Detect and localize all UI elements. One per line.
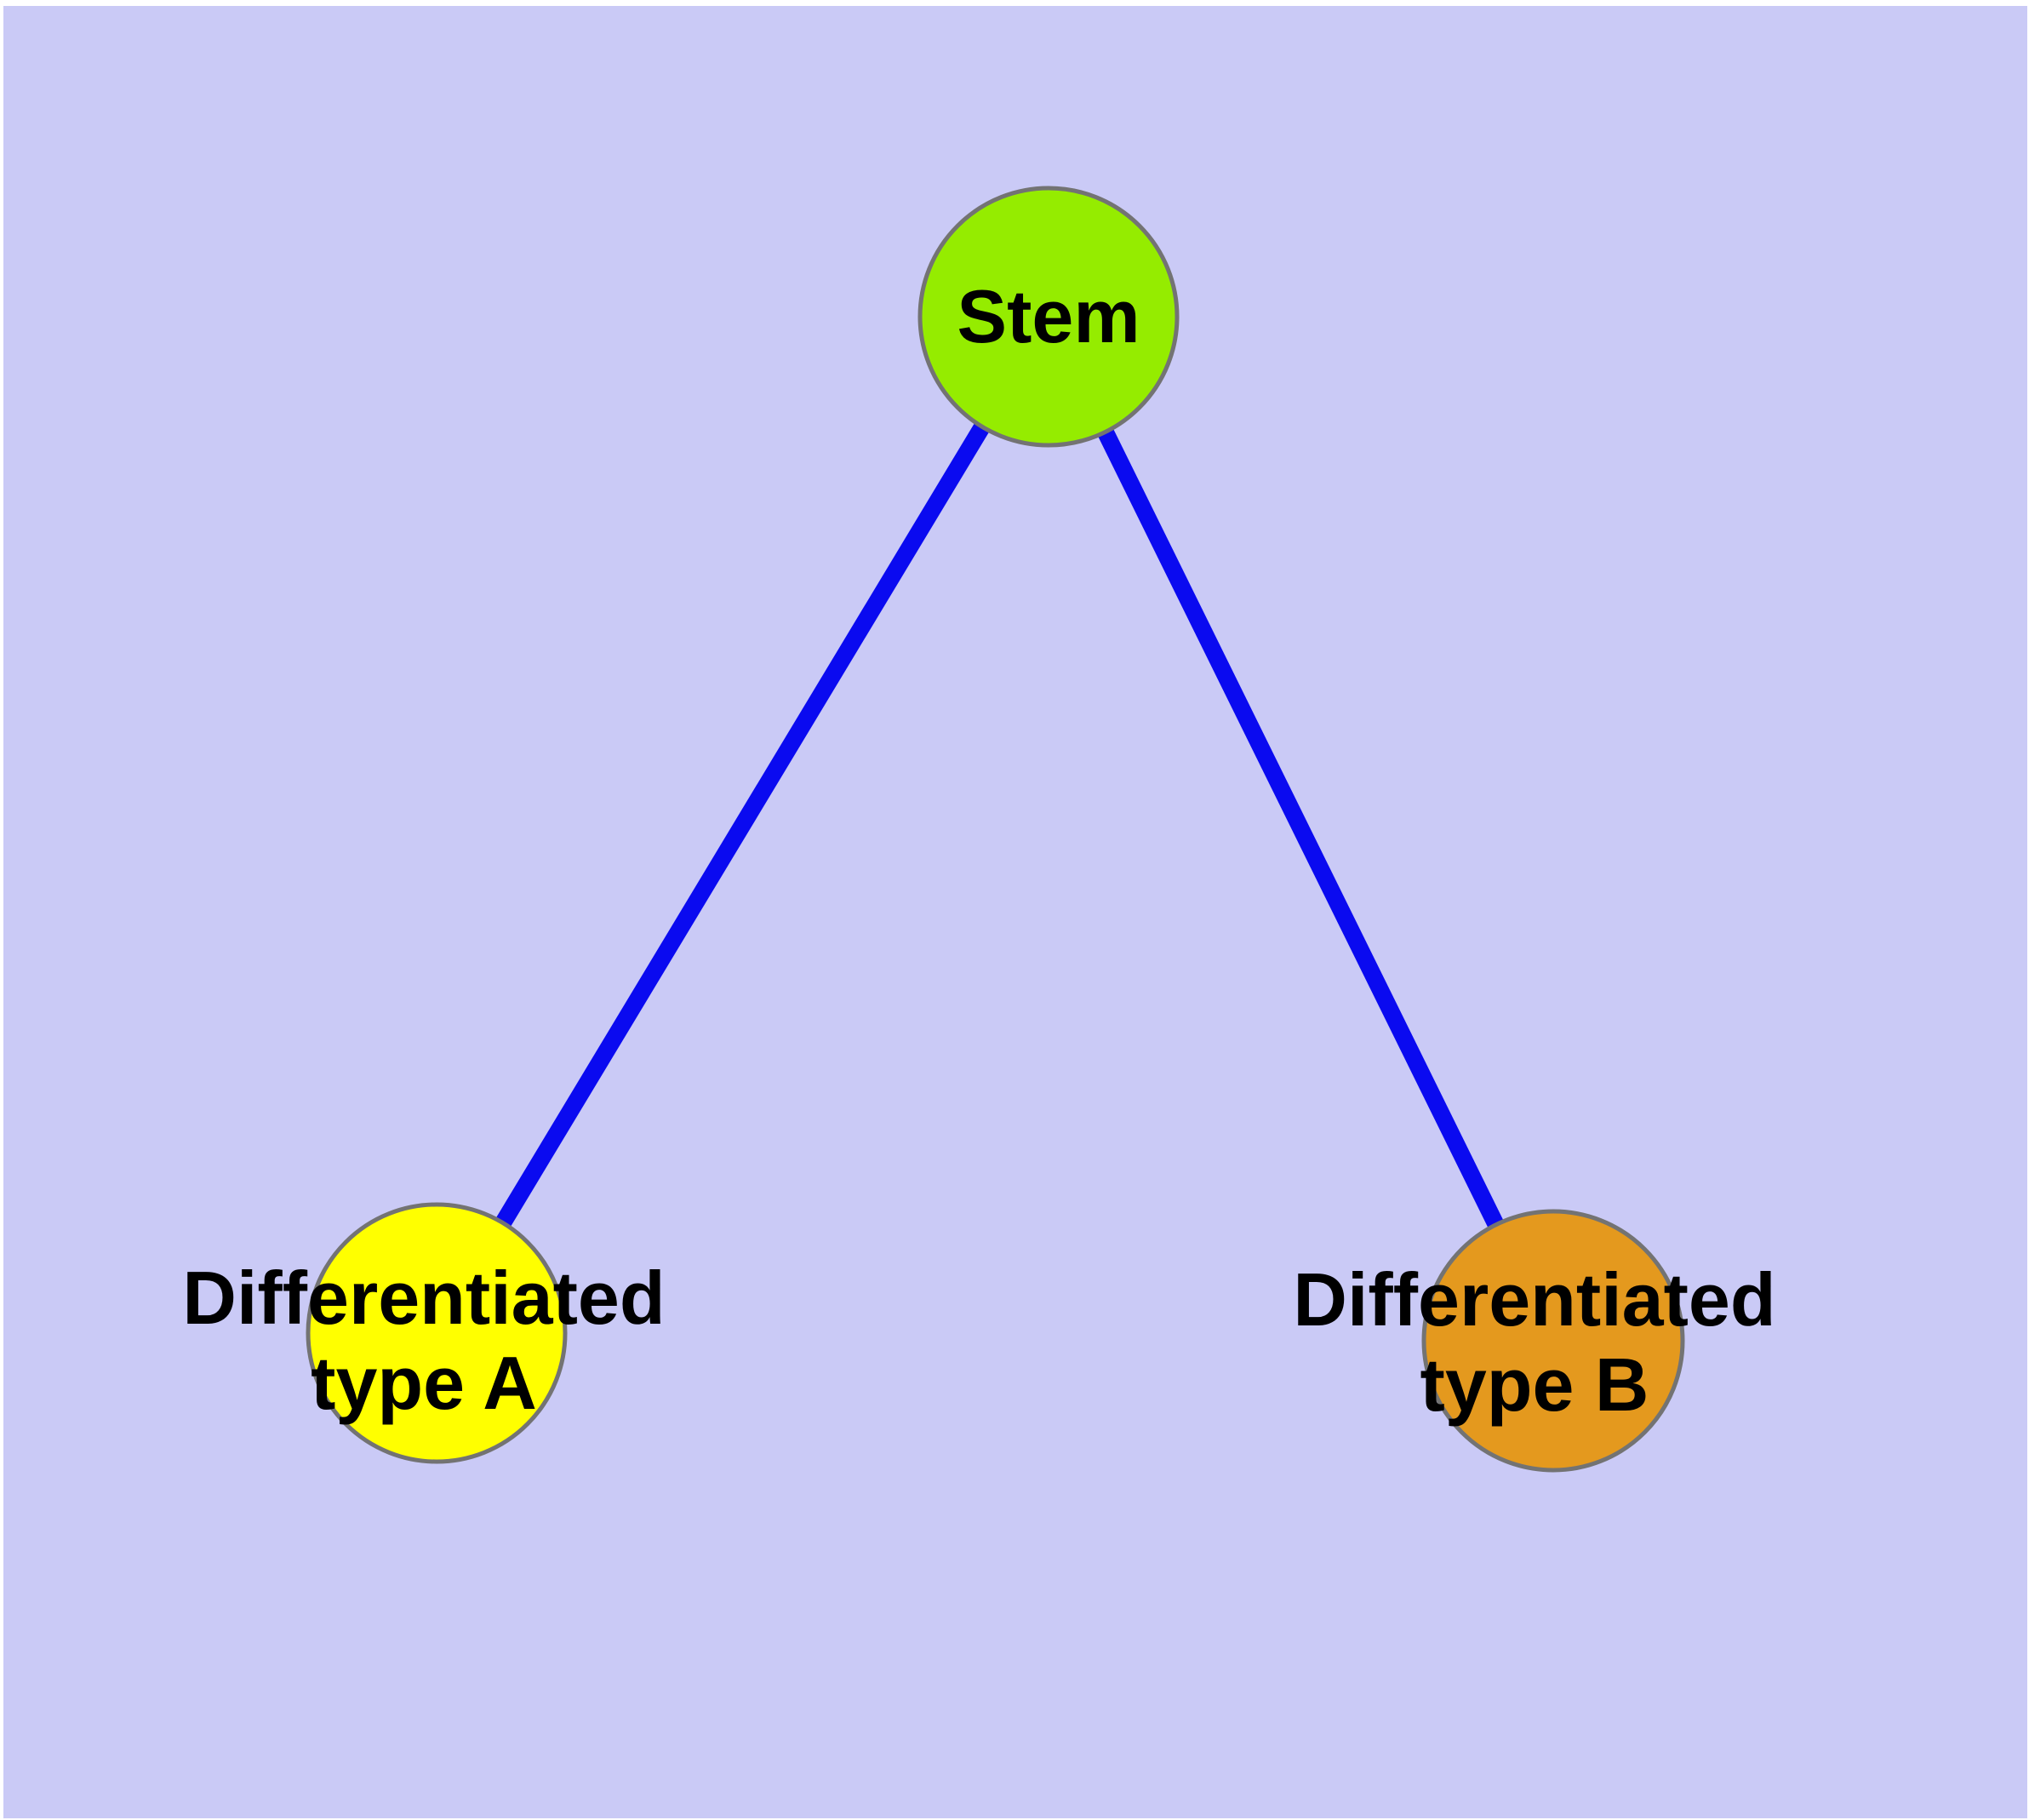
edge-stem-to-type-b [1041,312,1561,1345]
node-type-b-circle [1421,1209,1685,1473]
node-stem-circle [917,186,1180,448]
node-type-b-label-line1: Differentiated [1293,1257,1776,1342]
edge-stem-to-type-a [429,312,1056,1338]
node-type-a-label-line1: Differentiated [182,1256,666,1340]
node-type-a-label: Differentiated type A [182,1256,665,1426]
node-stem-label-text: Stem [957,274,1140,358]
node-type-a-label-line2: type A [311,1341,537,1425]
node-type-b-label-line2: type B [1420,1342,1649,1427]
node-type-a-circle [306,1202,568,1464]
node-type-b-label: Differentiated type B [1293,1257,1775,1428]
node-stem-label: Stem [957,274,1140,359]
